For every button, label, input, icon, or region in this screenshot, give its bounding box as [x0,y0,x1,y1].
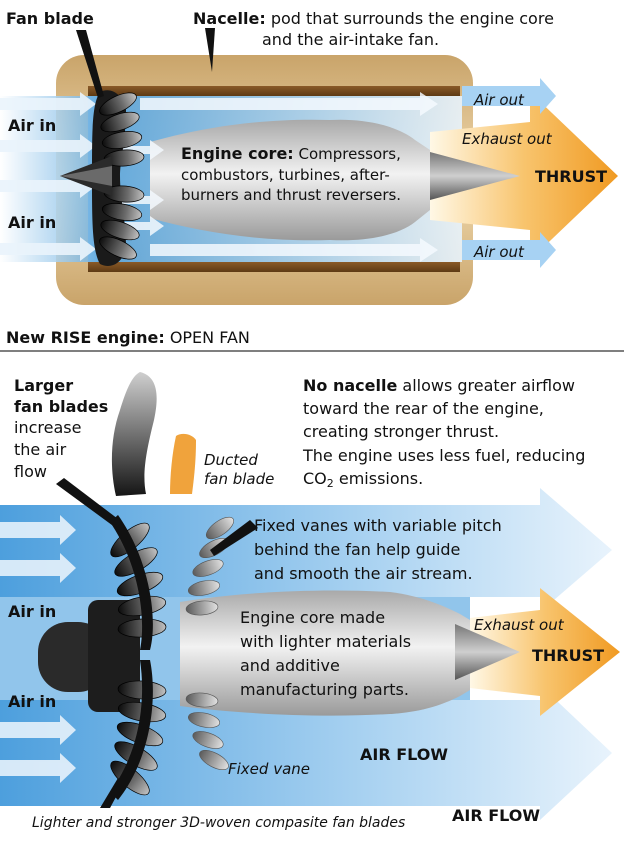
fuel-line1: The engine uses less fuel, reducing [303,446,586,465]
ducted-line1: Ducted [204,451,258,469]
core-bottom-line3: and additive [240,656,340,675]
vanes-line2: behind the fan help guide [254,540,461,559]
engine-core-title: Engine core: [181,144,294,163]
engine-core-shape-bottom [180,590,470,716]
engine-core-line3: burners and thrust reversers. [181,186,402,204]
fan-top [60,90,145,266]
air-out-arrow-upper [462,78,556,114]
composite-blades-label: Lighter and stronger 3D-woven compasite … [32,815,406,831]
section-heading-bold: New RISE engine: [6,328,165,347]
larger-line5: flow [14,462,47,481]
no-nacelle-bold: No nacelle [303,376,398,395]
no-nacelle-text1: allows greater airflow [402,376,575,395]
nacelle-desc-line2: and the air-intake fan. [262,30,440,49]
open-fan-rotor [38,515,167,800]
intake-arrows-bottom [0,515,76,783]
open-fan-engine [0,372,620,820]
no-nacelle-line1: No nacelle allows greater airflow [303,376,575,395]
air-flow-outer-label: AIR FLOW [452,806,541,825]
nacelle-description: Nacelle: pod that surrounds the engine c… [193,9,554,28]
section-heading-rest: OPEN FAN [169,328,250,347]
fuel-line2: CO2 emissions. [303,469,424,490]
air-out-upper-label: Air out [474,91,524,109]
emissions-text: emissions. [333,469,424,488]
engine-core-line1: Compressors, [298,145,401,163]
conventional-engine [0,28,618,305]
engine-core-line2: combustors, turbines, after- [181,166,390,184]
ducted-fan-blade-illustration [170,433,196,494]
nacelle-inner-top-edge [88,86,460,96]
vanes-line1: Fixed vanes with variable pitch [254,516,502,535]
section-heading: New RISE engine: OPEN FAN [6,328,250,347]
nacelle-title: Nacelle: [193,9,266,28]
composite-pointer [100,778,124,808]
air-out-lower-label: Air out [474,243,524,261]
exhaust-out-top: Exhaust out [462,130,552,148]
exhaust-cone-bottom [455,624,520,680]
larger-line4: the air [14,440,67,459]
larger-line3: increase [14,418,82,437]
thrust-label-top: THRUST [535,167,608,186]
thrust-arrow-top [430,92,618,260]
core-bottom-line1: Engine core made [240,608,386,627]
air-in-lower-top: Air in [8,213,57,232]
nacelle-inner-bottom-edge [88,262,460,272]
co2-subscript: 2 [326,477,334,490]
air-flow-inner-label: AIR FLOW [360,745,449,764]
air-out-arrow-lower [462,232,556,268]
fixed-vane-label: Fixed vane [228,760,310,778]
fan-blade-pointer [76,30,104,98]
larger-line1: Larger [14,376,74,395]
vanes-pointer [210,520,258,556]
larger-blades-pointer [56,478,122,528]
exhaust-cone-top [430,152,520,200]
thrust-arrow-bottom [470,588,620,716]
air-in-upper-top: Air in [8,116,57,135]
exhaust-out-bottom: Exhaust out [474,616,564,634]
fan-blade-label: Fan blade [6,9,94,28]
ducted-line2: fan blade [204,470,275,488]
nacelle-desc-line1: pod that surrounds the engine core [270,9,554,28]
core-bottom-line4: manufacturing parts. [240,680,409,699]
co2-text: CO [303,469,327,488]
larger-fan-blade-illustration [111,372,157,496]
core-bottom-line2: with lighter materials [240,632,412,651]
engine-core-description-top: Engine core: Compressors, [181,144,401,164]
no-nacelle-line3: creating stronger thrust. [303,422,500,441]
air-in-upper-bottom: Air in [8,602,57,621]
air-in-lower-bottom: Air in [8,692,57,711]
nacelle-pointer [205,28,215,72]
vanes-line3: and smooth the air stream. [254,564,473,583]
engine-core-shape [150,119,430,241]
larger-line2: fan blades [14,397,109,416]
bypass-arrows [110,92,438,262]
no-nacelle-line2: toward the rear of the engine, [303,399,544,418]
thrust-label-bottom: THRUST [532,646,605,665]
